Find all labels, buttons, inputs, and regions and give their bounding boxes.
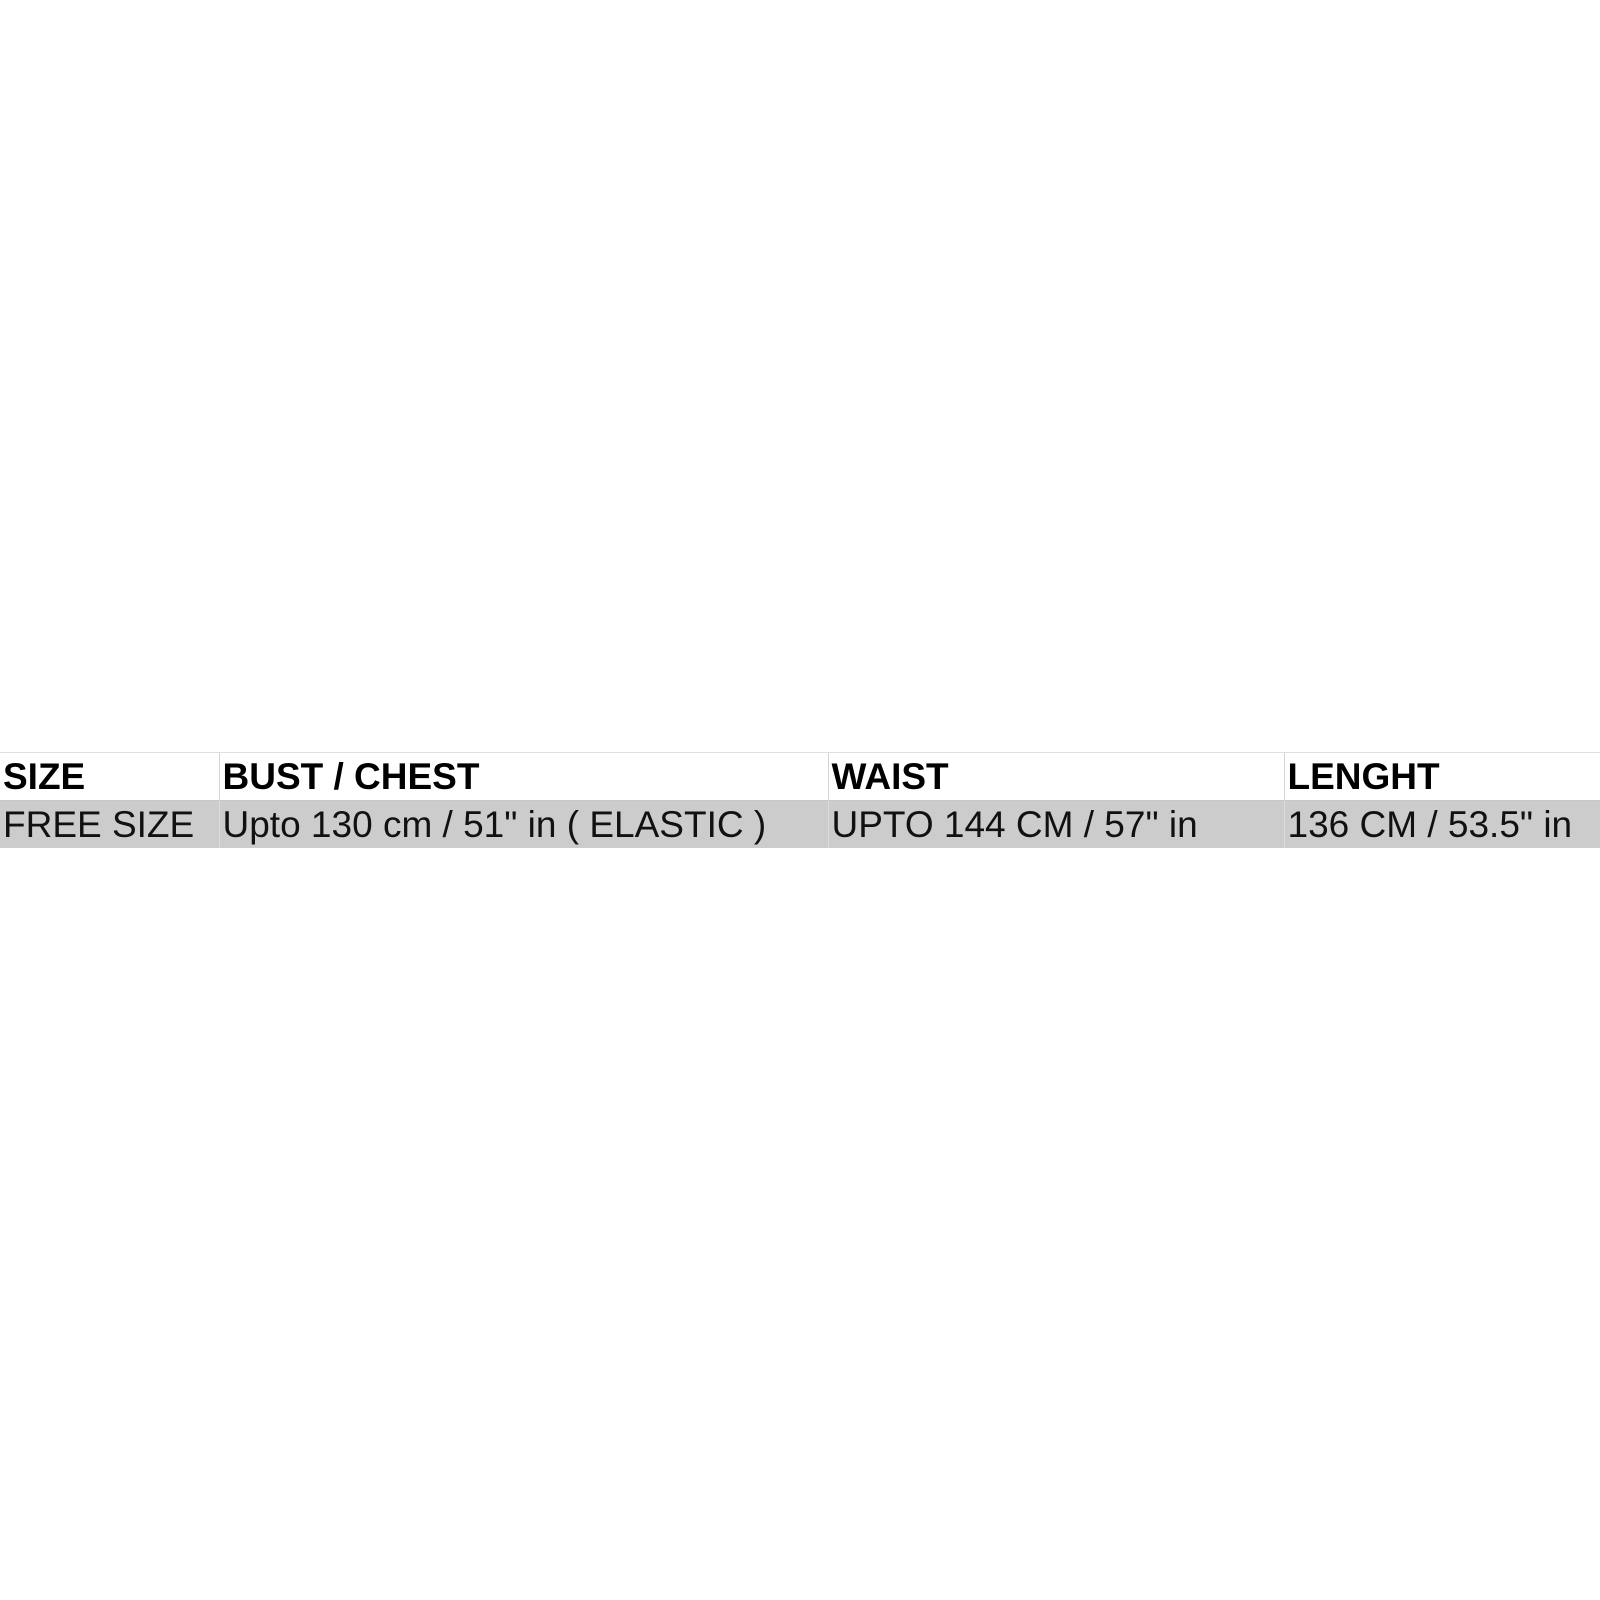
size-chart-table: SIZE BUST / CHEST WAIST LENGHT FREE SIZE…	[0, 752, 1600, 848]
cell-length: 136 CM / 53.5" in	[1283, 800, 1600, 848]
cell-size: FREE SIZE	[0, 800, 219, 848]
cell-waist: UPTO 144 CM / 57" in	[827, 800, 1284, 848]
cell-bust-chest: Upto 130 cm / 51" in ( ELASTIC )	[218, 800, 828, 848]
table-row: FREE SIZE Upto 130 cm / 51" in ( ELASTIC…	[0, 800, 1600, 848]
header-size: SIZE	[0, 752, 219, 801]
header-waist: WAIST	[827, 752, 1284, 801]
header-length: LENGHT	[1283, 752, 1600, 801]
table-header-row: SIZE BUST / CHEST WAIST LENGHT	[0, 752, 1600, 801]
header-bust-chest: BUST / CHEST	[218, 752, 828, 801]
